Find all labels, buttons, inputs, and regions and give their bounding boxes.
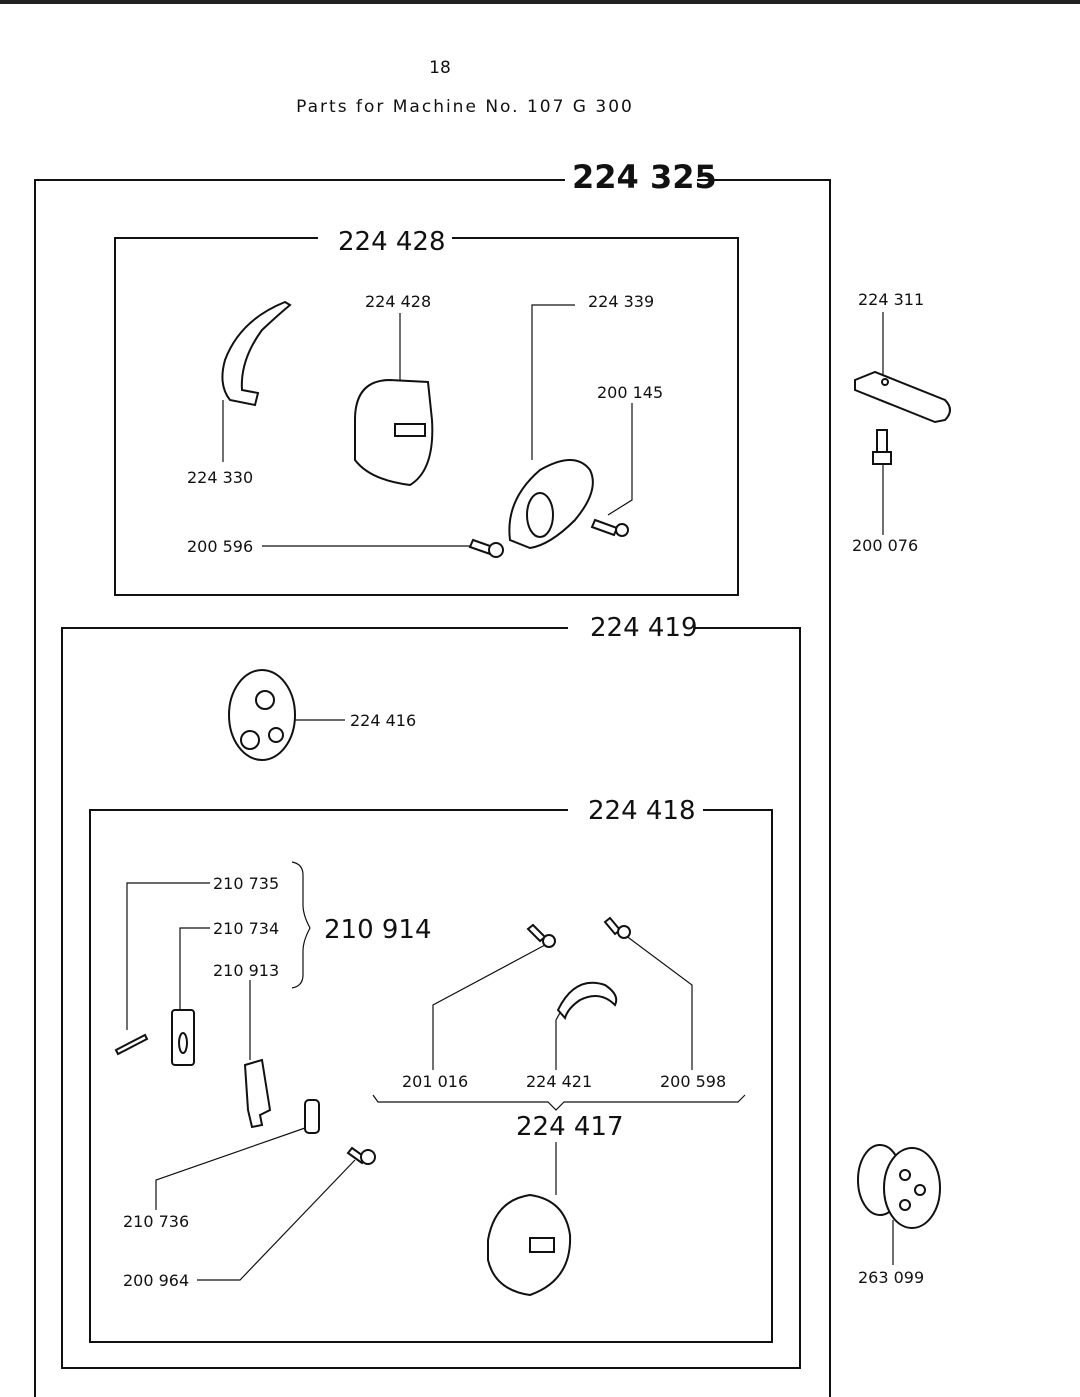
part-224416-hole-2-icon (240, 730, 260, 750)
bobbin-263099-back-icon (883, 1147, 941, 1229)
frame-224325-left (34, 179, 565, 1397)
assembly-224428-label: 224 428 (338, 227, 446, 257)
screw-201016-icon (526, 923, 547, 943)
group-210914-label: 210 914 (324, 915, 432, 945)
page-title: Parts for Machine No. 107 G 300 (296, 97, 634, 117)
screw-200598-icon (603, 916, 622, 936)
part-263099-label: 263 099 (858, 1268, 925, 1287)
part-210736-icon (304, 1099, 320, 1134)
part-210913-icon (243, 1058, 272, 1129)
screw-201016-head-icon (542, 934, 556, 948)
screw-200145-head-icon (615, 523, 629, 537)
frame-224419 (61, 627, 801, 1369)
assembly-224418-label: 224 418 (588, 796, 696, 826)
part-200598-label: 200 598 (660, 1072, 727, 1091)
part-224421-label: 224 421 (526, 1072, 593, 1091)
part-210735-icon (114, 1033, 149, 1056)
bobbin-263099-hole-1-icon (899, 1169, 911, 1181)
part-224330-label: 224 330 (187, 468, 254, 487)
screw-200964-head-icon (360, 1149, 376, 1165)
leader-210736 (155, 1127, 306, 1210)
frame-224325-right (697, 179, 831, 1397)
bobbin-263099-hole-3-icon (899, 1199, 911, 1211)
part-224339-label: 224 339 (588, 292, 655, 311)
screw-200596-head-icon (488, 542, 504, 558)
part-201016-label: 201 016 (402, 1072, 469, 1091)
part-224416-hole-3-icon (268, 727, 284, 743)
part-200145-label: 200 145 (597, 383, 664, 402)
part-224330-icon (221, 300, 292, 407)
part-200964-label: 200 964 (123, 1271, 190, 1290)
part-210735-label: 210 735 (213, 874, 280, 893)
part-224416-label: 224 416 (350, 711, 417, 730)
top-border (0, 0, 1080, 4)
part-210734-label: 210 734 (213, 919, 280, 938)
group-224417-label: 224 417 (516, 1112, 624, 1142)
part-224421-icon (556, 981, 618, 1021)
frame-224428 (114, 237, 739, 596)
bracket-224417 (372, 1094, 746, 1111)
part-224428-label: 224 428 (365, 292, 432, 311)
part-224416-hole-1-icon (255, 690, 275, 710)
leader-210734 (179, 927, 210, 1010)
part-210736-label: 210 736 (123, 1212, 190, 1231)
leader-200964 (197, 1159, 356, 1281)
screw-200076-head-icon (872, 451, 892, 465)
assembly-224325-label: 224 325 (572, 158, 717, 196)
screw-200598-head-icon (617, 925, 631, 939)
part-224339-hole-icon (526, 492, 554, 538)
part-224311-label: 224 311 (858, 290, 925, 309)
part-224428-shaft-icon (394, 423, 426, 437)
part-224311-hole-icon (881, 378, 889, 386)
assembly-224419-label: 224 419 (590, 613, 698, 643)
screw-200145-icon (590, 518, 619, 537)
part-224428-icon (354, 378, 434, 487)
part-200596-label: 200 596 (187, 537, 254, 556)
brace-210914 (291, 861, 311, 989)
part-200076-label: 200 076 (852, 536, 919, 555)
leader-201016 (432, 944, 546, 1070)
part-224311-icon (854, 370, 951, 424)
leader-224339 (531, 304, 575, 460)
bobbin-263099-hole-2-icon (914, 1184, 926, 1196)
leader-200598 (624, 934, 693, 1070)
part-210913-label: 210 913 (213, 961, 280, 980)
leader-210735 (126, 882, 210, 1030)
frame-224418 (89, 809, 773, 1343)
part-224417-shaft-icon (529, 1237, 555, 1253)
leader-200145 (607, 403, 633, 516)
page-number: 18 (429, 58, 451, 78)
part-224416-icon (228, 669, 296, 761)
screw-200076-icon (876, 429, 888, 453)
part-210734-slot-icon (178, 1032, 188, 1054)
